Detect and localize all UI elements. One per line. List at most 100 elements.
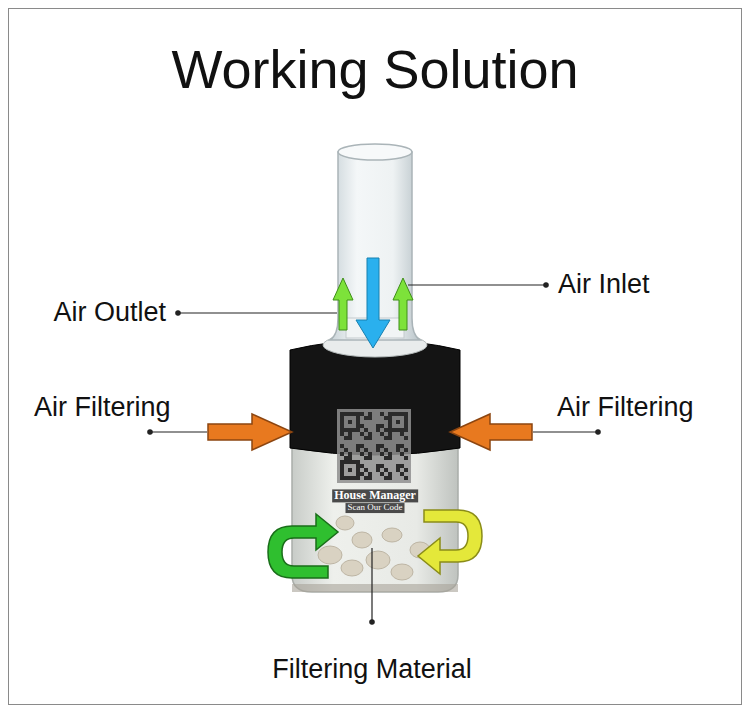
air-outlet-arrow [333, 278, 353, 330]
qr-cell [356, 428, 360, 432]
qr-cell [356, 416, 360, 420]
qr-cell [340, 468, 344, 472]
qr-cell [380, 432, 384, 436]
part-label: Air Filtering [34, 393, 171, 423]
qr-cell [340, 452, 344, 456]
qr-cell [404, 420, 408, 424]
qr-cell [376, 424, 380, 428]
leader-line [408, 284, 546, 285]
qr-cell [356, 472, 360, 476]
qr-cell [376, 448, 380, 452]
filter-pebbles [318, 516, 430, 580]
qr-cell [360, 432, 364, 436]
qr-cell [364, 428, 368, 432]
qr-cell [384, 456, 388, 460]
qr-cell [340, 472, 344, 476]
qr-cell [364, 448, 368, 452]
qr-cell [384, 428, 388, 432]
qr-cell [388, 416, 392, 420]
qr-cell [344, 412, 348, 416]
qr-cell [364, 468, 368, 472]
qr-cell [356, 444, 360, 448]
qr-cell [392, 412, 396, 416]
qr-cell [396, 428, 400, 432]
qr-cell [388, 456, 392, 460]
qr-cell [368, 412, 372, 416]
qr-cell [340, 428, 344, 432]
qr-cell [400, 472, 404, 476]
leader-dot [176, 311, 180, 315]
air-filtering-arrow [208, 414, 292, 450]
qr-cell [400, 428, 404, 432]
qr-cell [360, 424, 364, 428]
tube-mouth [338, 144, 412, 160]
part-label: Air Inlet [558, 270, 650, 300]
qr-cell [348, 428, 352, 432]
qr-cell [388, 472, 392, 476]
qr-cell [356, 412, 360, 416]
circulation-arrow [268, 514, 338, 578]
leader-dot [596, 430, 600, 434]
qr-cell [388, 424, 392, 428]
container-base [292, 584, 458, 592]
qr-cell [404, 468, 408, 472]
qr-cell [360, 472, 364, 476]
qr-cell [348, 432, 352, 436]
frame [9, 9, 742, 705]
qr-cell [380, 472, 384, 476]
qr-cell [376, 444, 380, 448]
qr-cell [340, 464, 344, 468]
qr-cell [344, 476, 348, 480]
qr-cell [396, 420, 400, 424]
part-label: Filtering Material [272, 655, 472, 685]
qr-cell [356, 424, 360, 428]
qr-cell [352, 412, 356, 416]
qr-cell [376, 428, 380, 432]
qr-cell [388, 412, 392, 416]
qr-ground [337, 409, 411, 483]
qr-cell [348, 452, 352, 456]
qr-cell [376, 464, 380, 468]
qr-cell [396, 412, 400, 416]
qr-cell [344, 436, 348, 440]
qr-cell [340, 444, 344, 448]
qr-cell [360, 412, 364, 416]
qr-cell [360, 464, 364, 468]
qr-cell [356, 468, 360, 472]
qr-cell [380, 464, 384, 468]
qr-cell [340, 420, 344, 424]
qr-cell [364, 416, 368, 420]
qr-cell [368, 416, 372, 420]
qr-cell [348, 456, 352, 460]
qr-cell [400, 412, 404, 416]
qr-cell [396, 444, 400, 448]
qr-cell [404, 416, 408, 420]
qr-cell [376, 468, 380, 472]
qr-cell [352, 428, 356, 432]
qr-cell [404, 476, 408, 480]
qr-cell [400, 432, 404, 436]
title: Working Solution [171, 40, 578, 99]
qr-cell [356, 460, 360, 464]
qr-cell [404, 412, 408, 416]
qr-cell [380, 452, 384, 456]
qr-cell [360, 452, 364, 456]
qr-cell [380, 444, 384, 448]
qr-cell [368, 436, 372, 440]
watermark: Scan Our Code [346, 503, 405, 513]
qr-cell [404, 448, 408, 452]
qr-cell [340, 432, 344, 436]
qr-cell [340, 412, 344, 416]
qr-cell [400, 452, 404, 456]
qr-cell [404, 424, 408, 428]
qr-cell [348, 420, 352, 424]
qr-cell [348, 468, 352, 472]
qr-cell [352, 460, 356, 464]
qr-cell [380, 424, 384, 428]
qr-cell [356, 464, 360, 468]
qr-cell [384, 416, 388, 420]
qr-cell [356, 448, 360, 452]
qr-cell [368, 472, 372, 476]
qr-cell [404, 428, 408, 432]
